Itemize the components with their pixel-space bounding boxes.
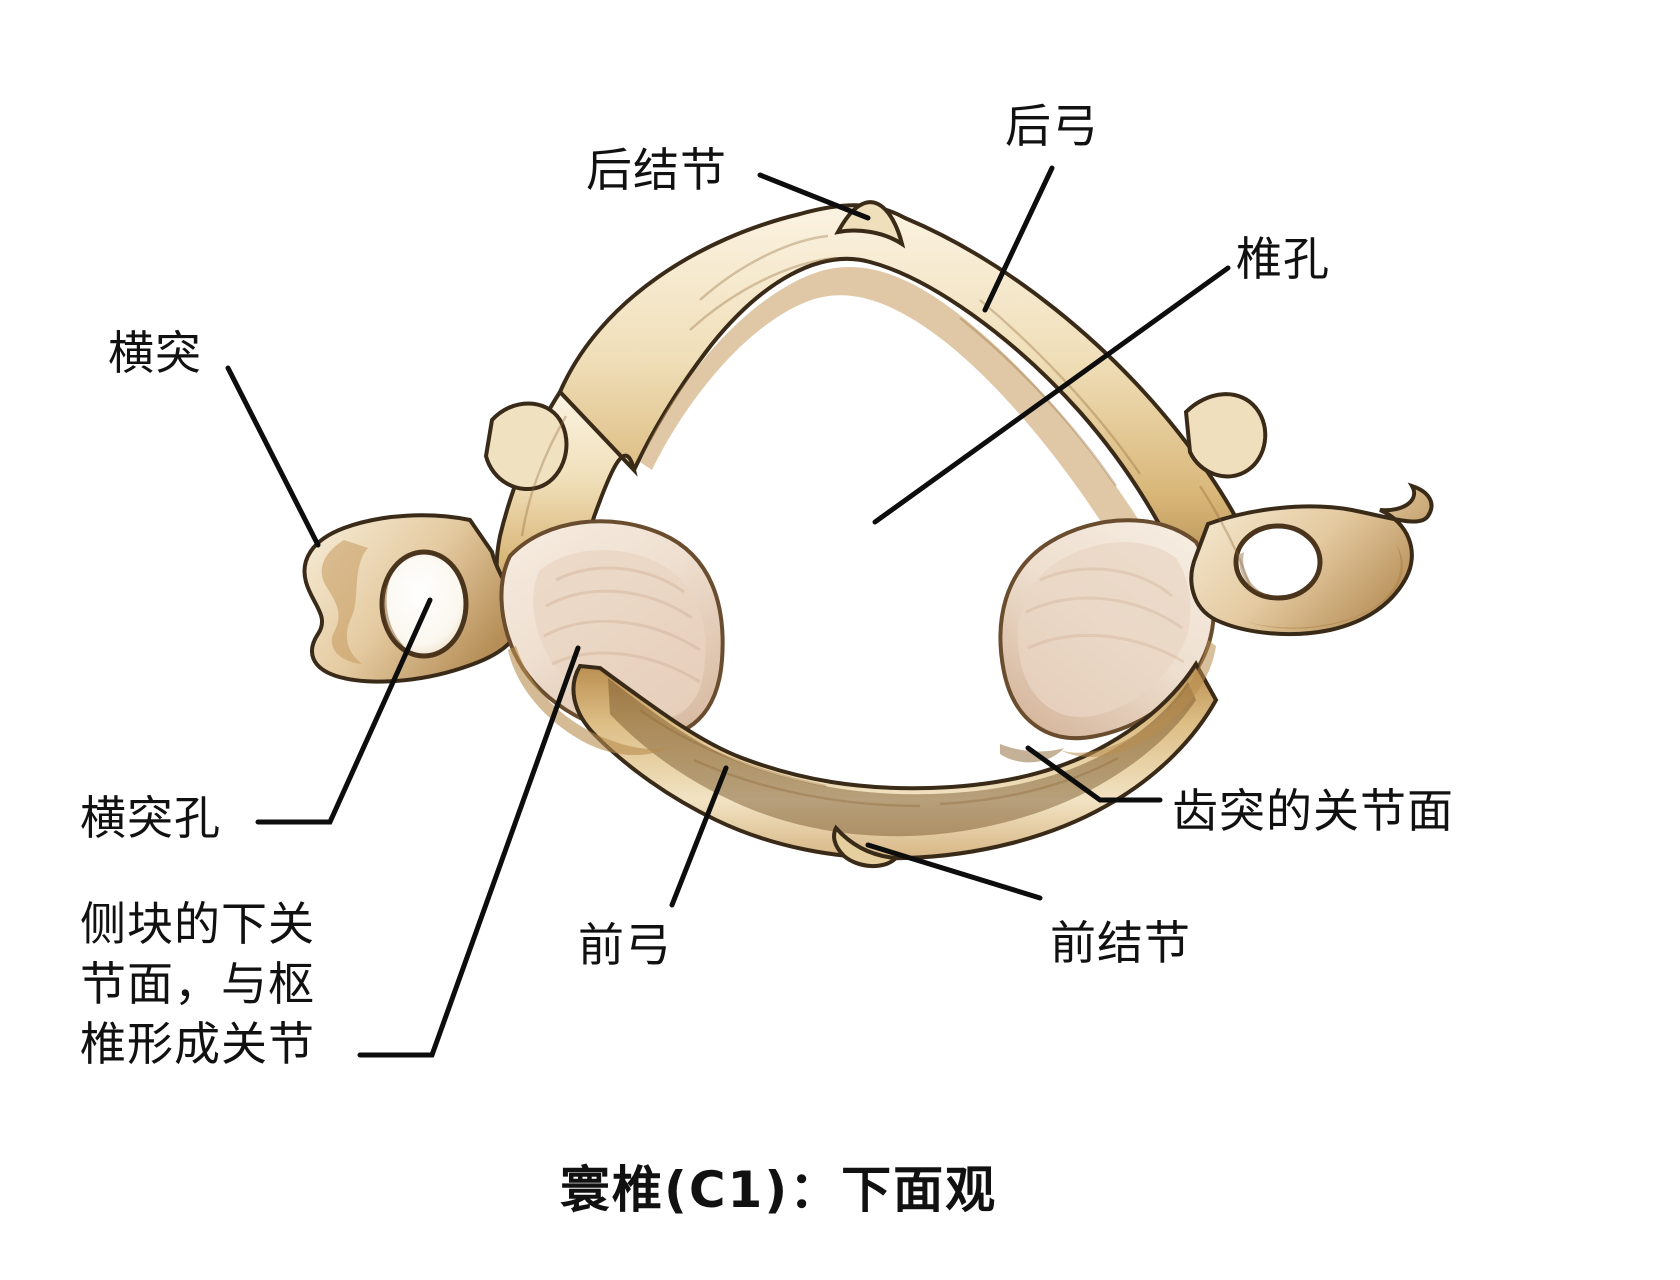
label-inferior-articular-facet: 侧块的下关 节面，与枢 椎形成关节 [80, 895, 315, 1074]
right-facet-texture [1025, 567, 1185, 664]
left-superior-process [483, 401, 569, 492]
left-arch-mass-junction [508, 646, 676, 756]
right-superior-process [1183, 392, 1268, 479]
label-dens-articular-facet: 齿突的关节面 [1172, 784, 1454, 838]
facet-line-3: 椎形成关节 [80, 1016, 315, 1071]
right-arch-mass-junction [1060, 640, 1216, 758]
left-transverse-foramen [379, 549, 469, 659]
posterior-arch-inner-shade [640, 266, 1184, 604]
atlas-bone-drawing [302, 200, 1434, 868]
label-anterior-arch: 前弓 [578, 918, 672, 972]
leader-inferior-facet [357, 645, 581, 1058]
leader-posterior-tubercle [757, 172, 871, 221]
anterior-tubercle-shape [832, 824, 901, 868]
right-transverse-foramen [1233, 523, 1323, 601]
label-vertebral-foramen: 椎孔 [1236, 232, 1330, 286]
right-lateral-mass-facet-shade [1017, 542, 1191, 718]
label-transverse-process: 横突 [108, 326, 202, 380]
figure-caption: 寰椎(C1)：下面观 [560, 1161, 998, 1219]
leader-transverse-foramen [255, 597, 433, 825]
leader-dens-facet [1025, 745, 1163, 803]
anterior-arch-shape [571, 660, 1219, 861]
bone-texture-lines [520, 234, 1252, 808]
right-transverse-foramen-shade [1239, 552, 1270, 596]
left-facet-texture [543, 566, 701, 684]
leader-anterior-arch [669, 765, 729, 908]
label-transverse-foramen: 横突孔 [80, 791, 221, 845]
left-transverse-foramen-inner-shadow [382, 574, 404, 646]
label-posterior-arch: 后弓 [1005, 99, 1099, 153]
leader-lines [225, 165, 1231, 1058]
leader-anterior-tubercle [865, 842, 1043, 901]
facet-line-2: 节面，与枢 [80, 956, 315, 1011]
leader-vertebral-foramen [872, 265, 1231, 525]
left-transverse-process-shade [321, 540, 368, 664]
facet-line-1: 侧块的下关 [80, 897, 315, 951]
anterior-arch-rim-shadow [608, 678, 1196, 837]
leader-posterior-arch [982, 165, 1055, 313]
leader-transverse-process [225, 365, 321, 548]
label-anterior-tubercle: 前结节 [1050, 916, 1191, 970]
label-posterior-tubercle: 后结节 [586, 143, 727, 197]
